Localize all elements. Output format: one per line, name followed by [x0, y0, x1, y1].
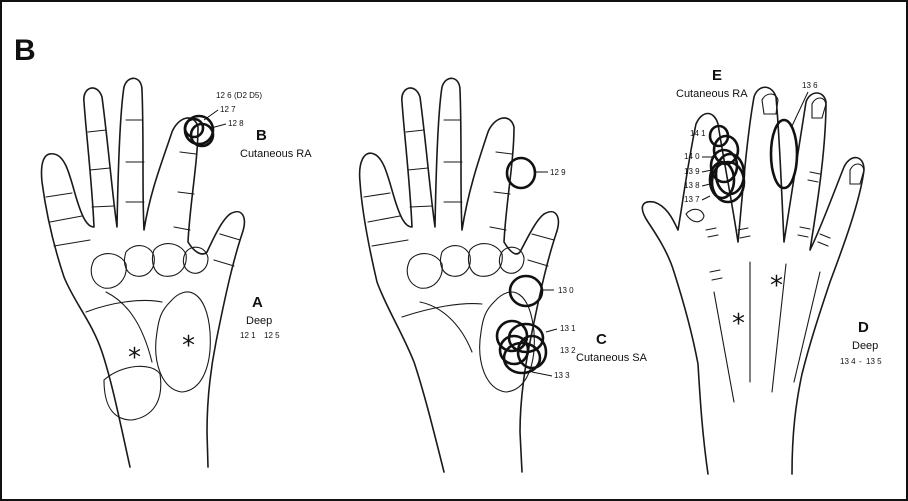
field-d-desc: Deep [852, 340, 878, 352]
field-b-desc: Cutaneous RA [240, 148, 312, 160]
unit-140: 14 0 [684, 152, 700, 161]
asterisk-2: * [182, 331, 195, 361]
field-e-desc: Cutaneous RA [676, 88, 748, 100]
unit-136: 13 6 [802, 81, 818, 90]
unit-129: 12 9 [550, 168, 566, 177]
hand-1-palm: * * [42, 78, 245, 467]
field-e-letter: E [712, 67, 722, 84]
field-c-letter: C [596, 331, 607, 348]
field-b-letter: B [256, 127, 267, 144]
field-d-letter: D [858, 319, 869, 336]
unit-126: 12 6 [216, 91, 232, 100]
unit-141: 14 1 [690, 129, 706, 138]
unit-128: 12 8 [228, 119, 244, 128]
unit-130: 13 0 [558, 286, 574, 295]
field-c-desc: Cutaneous SA [576, 352, 648, 364]
unit-121: 12 1 [240, 331, 256, 340]
hand-3-dorsum: * * [642, 87, 864, 474]
asterisk-4: * [770, 271, 783, 301]
unit-127: 12 7 [220, 105, 236, 114]
field-a-desc: Deep [246, 315, 272, 327]
hand-3-outline [642, 87, 864, 474]
unit-131: 13 1 [560, 324, 576, 333]
unit-139: 13 9 [684, 167, 700, 176]
asterisk-1: * [128, 343, 141, 373]
unit-125: 12 5 [264, 331, 280, 340]
hand-2-palm [360, 78, 559, 472]
range-dash: - [859, 357, 862, 366]
panel-letter: B [14, 34, 36, 67]
unit-135: 13 5 [866, 357, 882, 366]
asterisk-3: * [732, 309, 745, 339]
field-a-letter: A [252, 294, 263, 311]
unit-138: 13 8 [684, 181, 700, 190]
unit-134: 13 4 [840, 357, 856, 366]
unit-132: 13 2 [560, 346, 576, 355]
finger-range: (D2 D5) [234, 91, 262, 100]
unit-133: 13 3 [554, 371, 570, 380]
unit-137: 13 7 [684, 195, 700, 204]
